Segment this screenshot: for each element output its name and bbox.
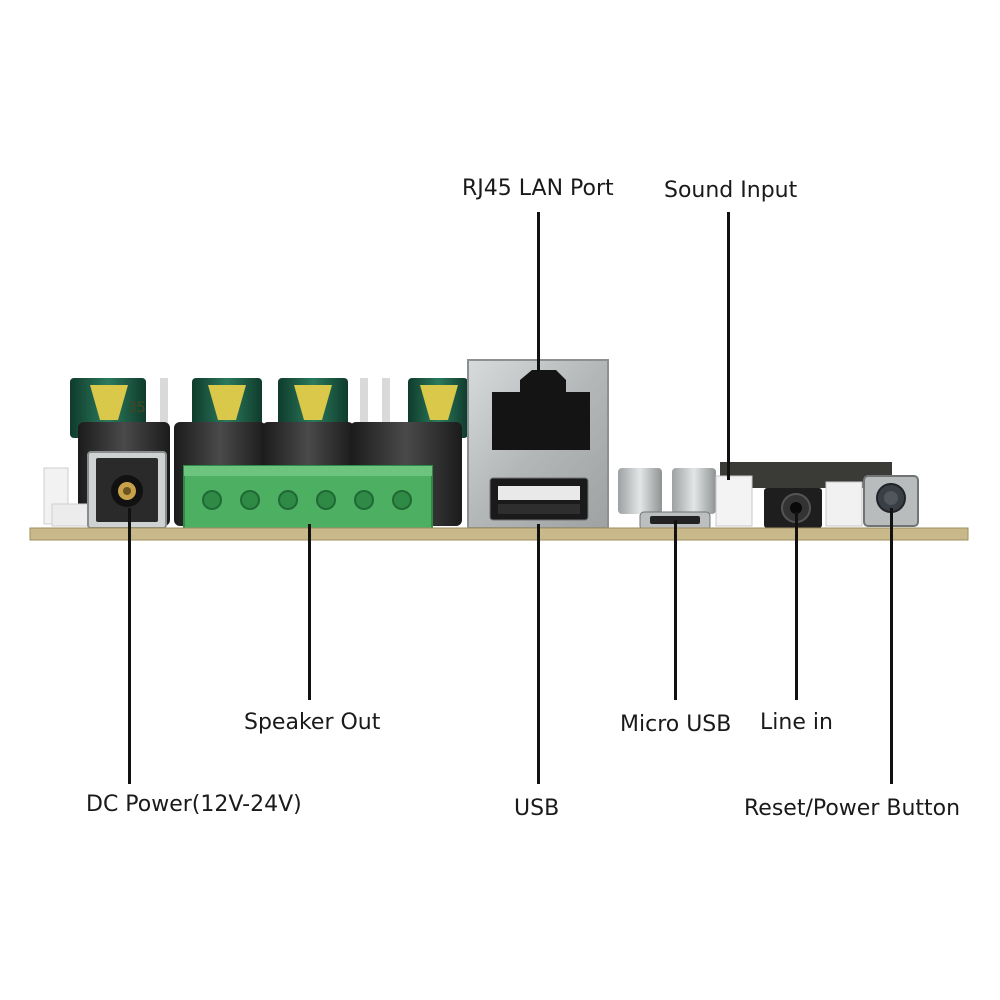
- capacitor-lead: [382, 378, 390, 428]
- reset-power-label: Reset/Power Button: [744, 796, 961, 821]
- rj45-leader-line: [537, 212, 540, 372]
- speaker-out-leader-line: [308, 524, 311, 700]
- smd-capacitor: [672, 468, 716, 514]
- usb-label: USB: [514, 796, 560, 821]
- micro-usb-leader-line: [674, 520, 677, 700]
- usb-leader-line: [537, 524, 540, 784]
- sound-input-connector: [715, 475, 753, 527]
- capacitor-stripe: [90, 385, 128, 420]
- capacitor-stripe: [420, 385, 458, 420]
- line-in-leader-line: [795, 512, 798, 700]
- line-in-jack: [764, 488, 822, 528]
- capacitor-lead: [160, 378, 168, 428]
- capacitor-stripe: [208, 385, 246, 420]
- dc-jack: [87, 451, 167, 529]
- jst-connector: [51, 503, 93, 527]
- reset-power-button: [863, 475, 919, 527]
- sound-input-leader-line: [727, 212, 730, 480]
- rj45-usb-stack: [467, 359, 609, 529]
- reset-power-leader-line: [890, 508, 893, 784]
- smd-capacitor: [618, 468, 662, 514]
- capacitor-stripe: [294, 385, 332, 420]
- speaker-terminal-block: [183, 465, 433, 531]
- jst-connector: [825, 481, 863, 527]
- capacitor-marking: 35: [128, 400, 146, 416]
- capacitor-lead: [360, 378, 368, 428]
- speaker-out-label: Speaker Out: [244, 710, 381, 735]
- dc-power-leader-line: [128, 508, 131, 784]
- micro-usb-label: Micro USB: [620, 712, 732, 737]
- line-in-label: Line in: [760, 710, 833, 735]
- sound-input-label: Sound Input: [664, 178, 798, 203]
- rj45-label: RJ45 LAN Port: [462, 176, 614, 201]
- dc-power-label: DC Power(12V-24V): [86, 792, 302, 817]
- pcb-edge: [29, 527, 969, 541]
